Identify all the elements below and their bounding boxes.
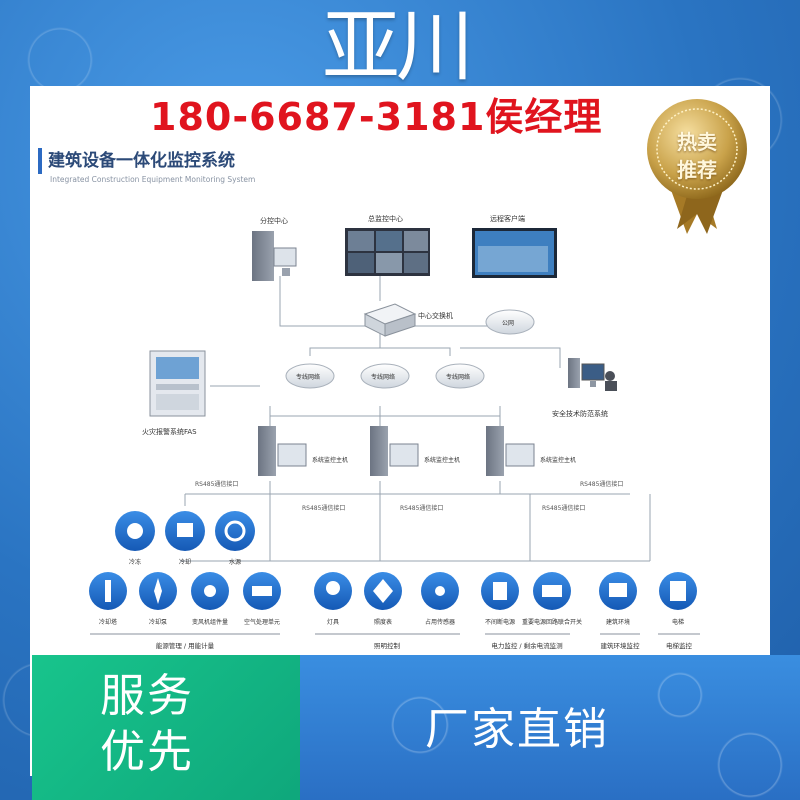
label-hvac-1: 冷却塔 (99, 618, 117, 626)
branch-center-computer (252, 231, 297, 281)
rs485-labels: RS485通信接口 RS485通信接口 RS485通信接口 RS485通信接口 … (195, 480, 623, 512)
label-remote-client: 远程客户端 (490, 214, 525, 223)
monitor-host-2 (370, 426, 419, 476)
label-public-network: 公网 (502, 320, 514, 327)
label-central-switch: 中心交换机 (418, 311, 453, 320)
label-private-network-3: 专线网络 (446, 373, 470, 381)
factory-banner-decoration (300, 655, 800, 800)
label-hvac-4: 空气处理单元 (244, 618, 280, 626)
bottom-device-glyphs (105, 578, 686, 604)
label-rs485-2: RS485通信接口 (302, 504, 345, 512)
top-row-devices (115, 511, 255, 551)
label-main-center: 总监控中心 (368, 214, 403, 223)
fire-alarm-cabinet (149, 350, 206, 417)
label-lighting-3: 占用传感器 (425, 618, 455, 626)
label-top-device-1: 冷冻 (129, 558, 141, 566)
badge-line-2: 推荐 (677, 158, 717, 182)
label-rs485-3: RS485通信接口 (400, 504, 443, 512)
label-branch-center: 分控中心 (260, 216, 288, 225)
remote-client-screen (472, 228, 557, 278)
contact-phone: 180-6687-3181侯经理 (150, 95, 603, 139)
main-monitoring-wall (345, 228, 430, 276)
monitor-host-3 (486, 426, 535, 476)
label-hvac-3: 变风机组件量 (192, 618, 228, 626)
diagram-subtitle: Integrated Construction Equipment Monito… (50, 175, 256, 184)
label-lighting-1: 灯具 (327, 618, 339, 626)
group-label-power: 电力监控 / 剩余电流监测 (491, 641, 563, 650)
label-top-device-3: 水源 (229, 558, 241, 566)
label-monitor-host-1: 系统监控主机 (312, 456, 348, 464)
label-rs485-5: RS485通信接口 (580, 480, 623, 488)
group-label-elevator: 电梯监控 (666, 641, 693, 650)
label-lighting-2: 照度表 (374, 618, 392, 626)
badge-line-1: 热卖 (677, 130, 717, 154)
service-slogan: 服务 优先 (100, 668, 220, 788)
security-system-station (568, 358, 617, 391)
label-power-1: 不间断电源 (485, 618, 515, 626)
label-security-system: 安全技术防范系统 (552, 409, 608, 418)
group-label-lighting: 照明控制 (374, 641, 401, 650)
label-elevator-1: 电梯 (672, 618, 684, 626)
factory-slogan: 厂家直销 (425, 704, 609, 755)
label-power-2: 重要电源回路联合开关 (522, 618, 582, 626)
brand-title: 亚川 (322, 2, 474, 92)
label-top-device-2: 冷却 (179, 558, 191, 566)
central-switch (363, 303, 417, 337)
label-hvac-2: 冷却泵 (149, 618, 167, 626)
public-network-cloud (485, 309, 535, 335)
label-monitor-host-2: 系统监控主机 (424, 456, 460, 464)
private-network-clouds (285, 363, 485, 389)
diagram-title: 建筑设备一体化监控系统 (38, 148, 368, 174)
group-label-environment: 建筑环境监控 (601, 641, 641, 650)
monitor-host-1 (258, 426, 307, 476)
label-fire-alarm: 火灾报警系统FAS (142, 427, 197, 436)
label-rs485-1: RS485通信接口 (195, 480, 238, 488)
service-banner (32, 655, 332, 800)
label-monitor-host-3: 系统监控主机 (540, 456, 576, 464)
label-private-network-2: 专线网络 (371, 373, 395, 381)
hot-sale-badge (647, 99, 747, 234)
factory-banner (300, 655, 800, 800)
label-private-network-1: 专线网络 (296, 373, 320, 381)
service-slogan-line-2: 优先 (100, 725, 195, 778)
system-diagram: 分控中心 总监控中心 远程客户端 中心交换机 公网 (89, 214, 700, 650)
badge-text: 热卖 推荐 (664, 128, 730, 188)
label-environment-1: 建筑环境 (606, 618, 630, 626)
group-label-energy: 能源管理 / 用能计量 (156, 641, 215, 650)
service-slogan-line-1: 服务 (100, 669, 195, 722)
label-rs485-4: RS485通信接口 (542, 504, 585, 512)
